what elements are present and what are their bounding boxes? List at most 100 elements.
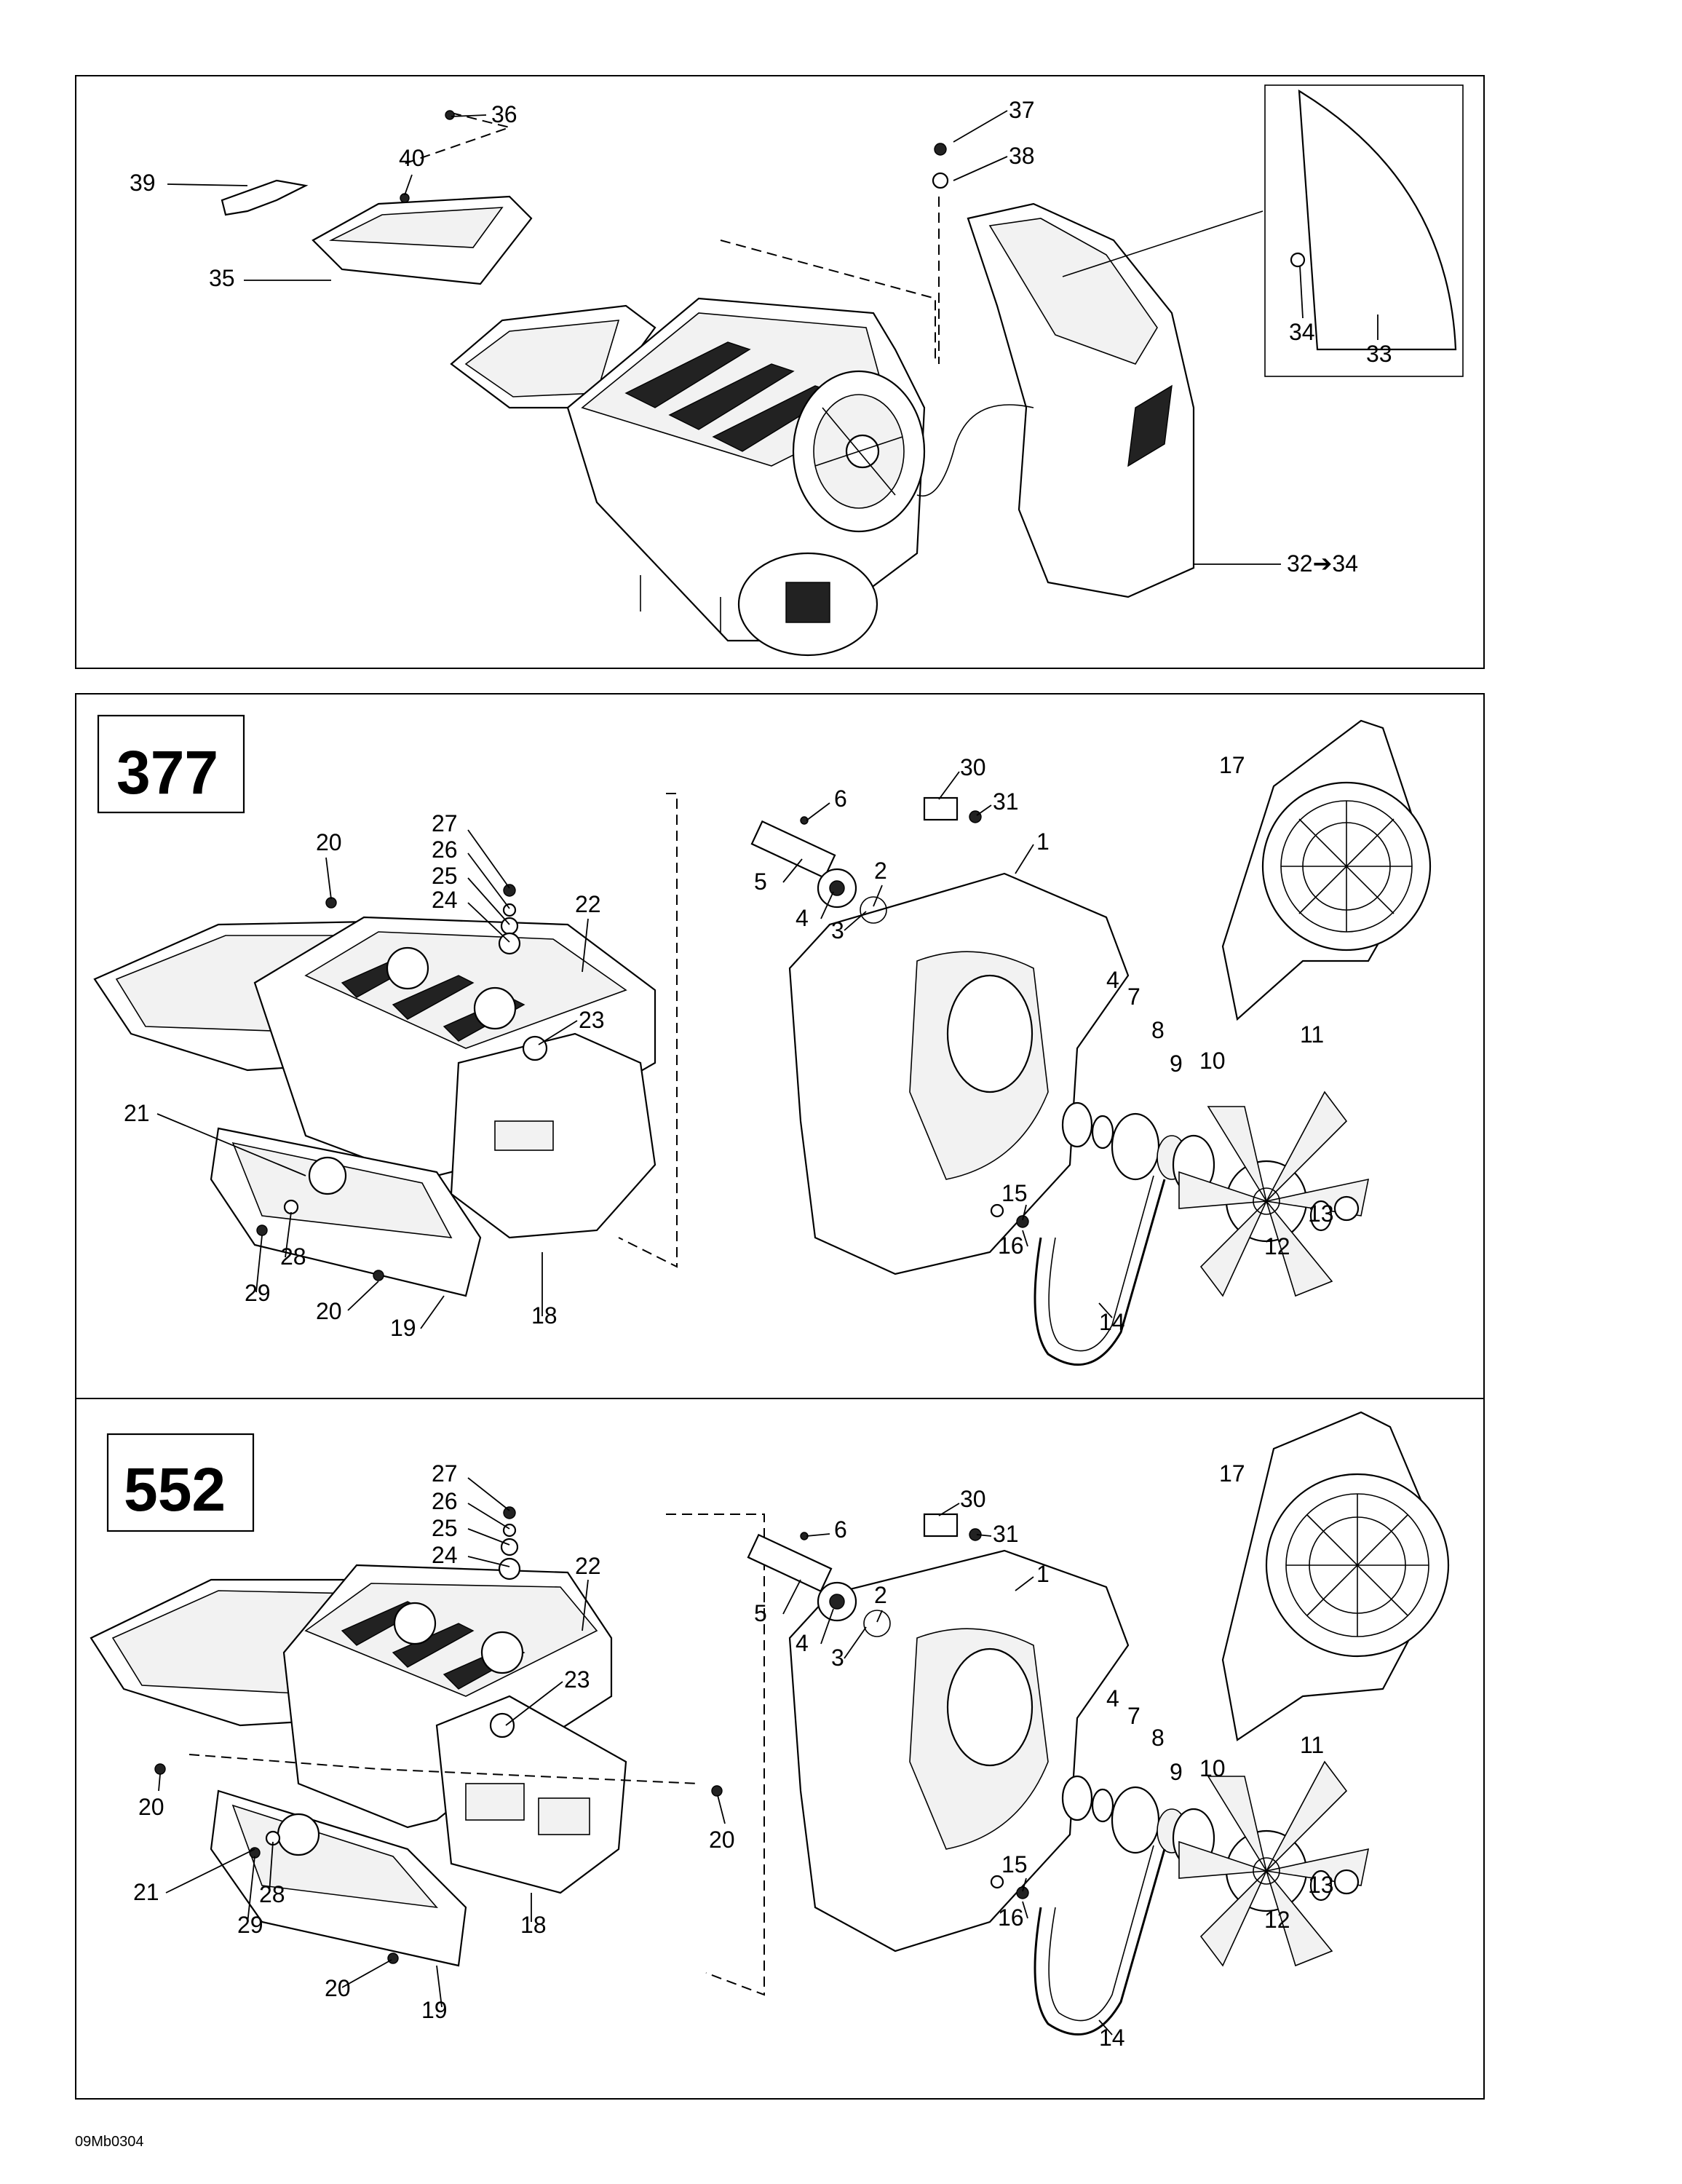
leader-line — [325, 857, 332, 900]
callout-15: 15 — [1001, 1180, 1028, 1206]
fan-blade-377 — [1178, 1091, 1370, 1297]
callout-17: 17 — [1219, 752, 1245, 778]
callout-20b: 20 — [709, 1827, 735, 1853]
callout-13: 13 — [1308, 1872, 1334, 1898]
leader-line — [467, 1477, 510, 1511]
callout-38: 38 — [1009, 143, 1035, 169]
callout-22: 22 — [575, 891, 601, 917]
callout-leader-lines — [156, 110, 1378, 2035]
callout-18: 18 — [531, 1302, 558, 1329]
model-label-377: 377 — [116, 738, 218, 807]
model-label-box-552 — [106, 1433, 255, 1532]
leader-line — [467, 877, 510, 925]
leader-line — [876, 1610, 883, 1623]
leader-line — [582, 1579, 589, 1631]
callout-39: 39 — [130, 170, 156, 196]
callout-12: 12 — [1264, 1907, 1290, 1933]
callout-20c: 20 — [325, 1975, 351, 2001]
callout-16: 16 — [998, 1233, 1024, 1259]
callout-33: 33 — [1366, 341, 1392, 367]
leader-line — [467, 829, 510, 889]
callout-23: 23 — [579, 1007, 605, 1033]
callout-1: 1 — [1036, 828, 1050, 855]
leader-line — [782, 858, 803, 883]
leader-line — [285, 1211, 292, 1258]
callout-5: 5 — [754, 1600, 767, 1626]
leader-line — [976, 804, 992, 816]
leader-line — [538, 1020, 578, 1045]
callout-6: 6 — [834, 1516, 847, 1543]
callout-2: 2 — [874, 1582, 887, 1608]
callout-26: 26 — [432, 836, 458, 863]
leader-line — [247, 1856, 255, 1924]
leader-line — [436, 1965, 443, 2008]
model-label-552: 552 — [124, 1455, 226, 1524]
callout-7: 7 — [1127, 1703, 1140, 1729]
callout-36: 36 — [491, 101, 517, 127]
callout-25: 25 — [432, 863, 458, 889]
fan-guard-552 — [1221, 1411, 1450, 1741]
middle-377-assembly — [93, 714, 1432, 1366]
callout-24: 24 — [432, 1542, 458, 1568]
leader-line — [844, 911, 867, 931]
callout-3: 3 — [831, 917, 844, 943]
leader-line — [467, 1528, 510, 1546]
callout-14: 14 — [1099, 2025, 1125, 2051]
callout-21: 21 — [124, 1100, 150, 1126]
callout-22: 22 — [575, 1553, 601, 1579]
leader-line — [782, 1579, 801, 1615]
leader-line — [976, 1534, 992, 1537]
callout-35: 35 — [209, 265, 235, 291]
leader-line — [167, 183, 248, 186]
callout-40: 40 — [399, 145, 425, 171]
callout-37: 37 — [1009, 97, 1035, 123]
callout-29: 29 — [237, 1912, 263, 1938]
callout-10: 10 — [1199, 1048, 1226, 1074]
leader-line — [873, 885, 883, 907]
leader-line — [420, 1295, 445, 1329]
callout-9: 9 — [1170, 1759, 1183, 1785]
leader-line — [467, 852, 510, 909]
callout-8: 8 — [1151, 1017, 1165, 1043]
callout-31: 31 — [993, 788, 1019, 815]
callout-8: 8 — [1151, 1725, 1165, 1751]
callout-10: 10 — [1199, 1755, 1226, 1781]
callout-27: 27 — [432, 810, 458, 836]
callout-15: 15 — [1001, 1851, 1028, 1878]
callout-20: 20 — [316, 829, 342, 855]
footer-code: 09Mb0304 — [75, 2134, 144, 2150]
callout-19: 19 — [421, 1997, 448, 2023]
model-label-box-377 — [97, 714, 245, 814]
callout-9: 9 — [1170, 1051, 1183, 1077]
callout-32-to-34: 32➔34 — [1287, 550, 1358, 577]
callout-31: 31 — [993, 1521, 1019, 1547]
callout-4: 4 — [796, 1630, 809, 1656]
callout-24: 24 — [432, 887, 458, 913]
callout-23: 23 — [564, 1666, 590, 1693]
callout-30: 30 — [960, 1486, 986, 1512]
leader-line — [467, 1503, 510, 1530]
callout-20b: 20 — [316, 1298, 342, 1324]
bottom-552-assembly — [90, 1411, 1450, 2035]
leader-line — [582, 918, 589, 973]
callout-17: 17 — [1219, 1460, 1245, 1487]
fan-blade-552 — [1178, 1760, 1370, 1967]
callout-3: 3 — [831, 1645, 844, 1671]
leader-line — [938, 1503, 960, 1516]
callout-16: 16 — [998, 1904, 1024, 1931]
leader-line — [341, 1959, 392, 1988]
callout-28: 28 — [280, 1243, 306, 1270]
leader-line — [1022, 1230, 1028, 1247]
callout-4: 4 — [796, 905, 809, 931]
callout-7: 7 — [1127, 984, 1140, 1010]
callout-21: 21 — [133, 1879, 159, 1905]
leader-line — [844, 1626, 867, 1659]
callout-5: 5 — [754, 869, 767, 895]
inset-box — [1264, 84, 1464, 377]
leader-line — [165, 1848, 255, 1894]
callout-2: 2 — [874, 858, 887, 884]
fan-guard-377 — [1221, 719, 1432, 1021]
leader-line — [953, 110, 1008, 143]
callout-12: 12 — [1264, 1233, 1290, 1259]
